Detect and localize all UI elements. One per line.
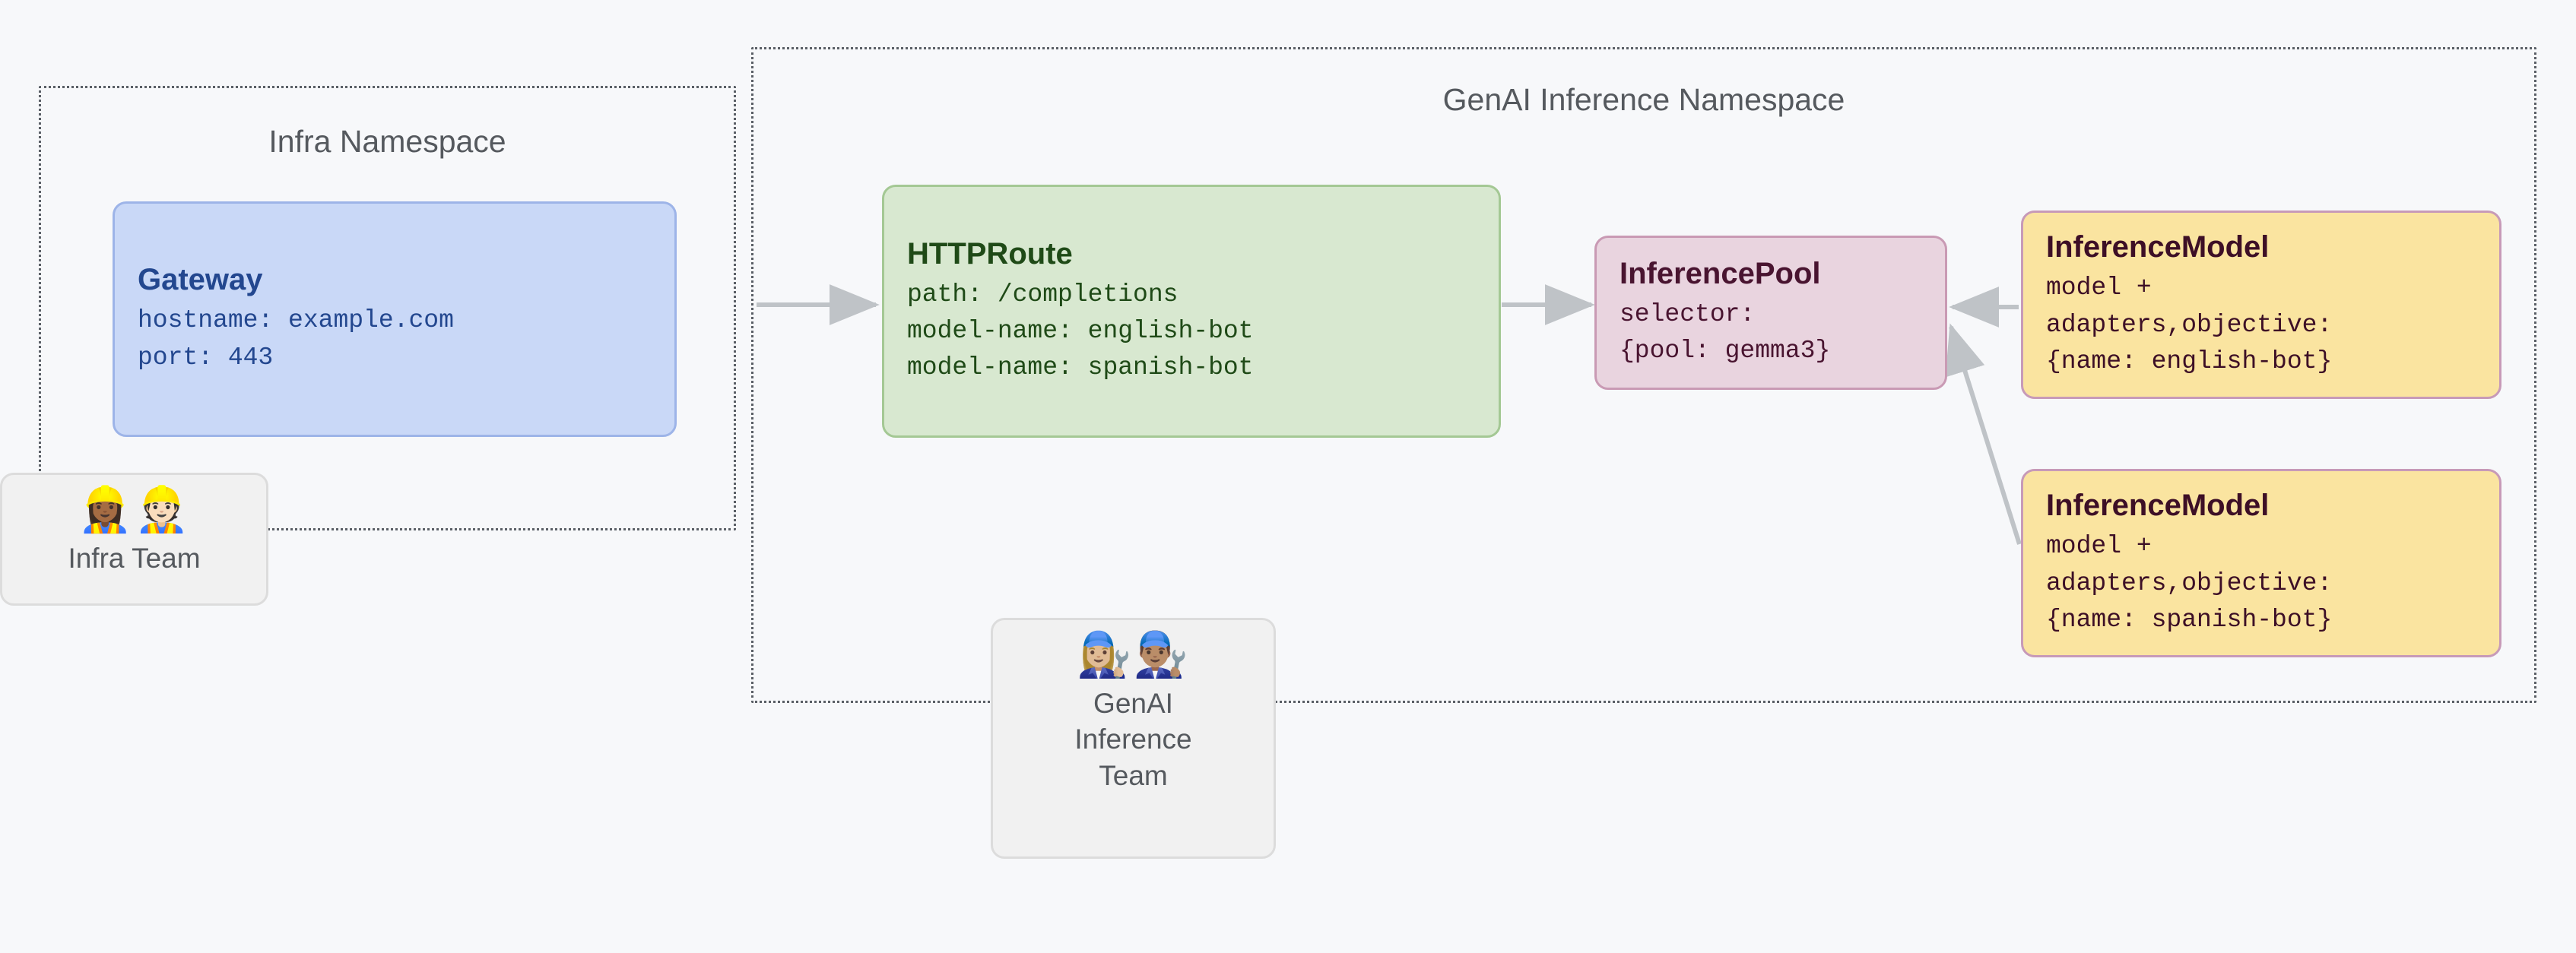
gateway-node[interactable]: Gateway hostname: example.com port: 443 [113,201,677,437]
genai-team-badge[interactable]: 👩🏼‍🔧👨🏽‍🔧 GenAI Inference Team [991,618,1276,859]
infra-team-badge[interactable]: 👷🏾‍♀️👷🏻 Infra Team [0,473,268,606]
gateway-title: Gateway [138,263,263,297]
httproute-path: path: /completions [907,280,1179,309]
inferencemodel-spanish-line1: model + [2046,532,2152,561]
httproute-node[interactable]: HTTPRoute path: /completions model-name:… [882,185,1501,438]
inferencemodel-english-title: InferenceModel [2046,230,2270,264]
httproute-model-name-spanish: model-name: spanish-bot [907,353,1254,382]
httproute-title: HTTPRoute [907,236,1073,271]
inferencemodel-english-line2: adapters,objective: [2046,310,2333,339]
inferencemodel-spanish-node[interactable]: InferenceModel model + adapters,objectiv… [2021,469,2501,657]
gateway-hostname: hostname: example.com [138,306,454,335]
inferencemodel-english-line1: model + [2046,274,2152,302]
inferencemodel-english-line3: {name: english-bot} [2046,347,2333,375]
inferencemodel-english-node[interactable]: InferenceModel model + adapters,objectiv… [2021,211,2501,399]
infra-namespace-title: Infra Namespace [268,124,506,159]
inferencemodel-spanish-line3: {name: spanish-bot} [2046,605,2333,634]
genai-team-label: GenAI Inference Team [1074,688,1192,791]
inferencepool-selector-value: {pool: gemma3} [1620,337,1831,366]
inferencemodel-spanish-line2: adapters,objective: [2046,568,2333,597]
httproute-model-name-english: model-name: english-bot [907,317,1254,345]
genai-namespace-title: GenAI Inference Namespace [1442,82,1845,117]
inferencepool-node[interactable]: InferencePool selector: {pool: gemma3} [1594,236,1947,390]
gateway-port: port: 443 [138,343,274,372]
mechanic-icon: 👩🏼‍🔧👨🏽‍🔧 [1077,628,1190,680]
infra-namespace-boundary [39,86,736,530]
genai-namespace-boundary [751,47,2536,703]
infra-team-label: Infra Team [68,543,201,574]
inferencepool-selector-label: selector: [1620,299,1756,328]
construction-worker-icon: 👷🏾‍♀️👷🏻 [78,483,191,535]
inferencepool-title: InferencePool [1620,256,1821,290]
inferencemodel-spanish-title: InferenceModel [2046,489,2270,523]
